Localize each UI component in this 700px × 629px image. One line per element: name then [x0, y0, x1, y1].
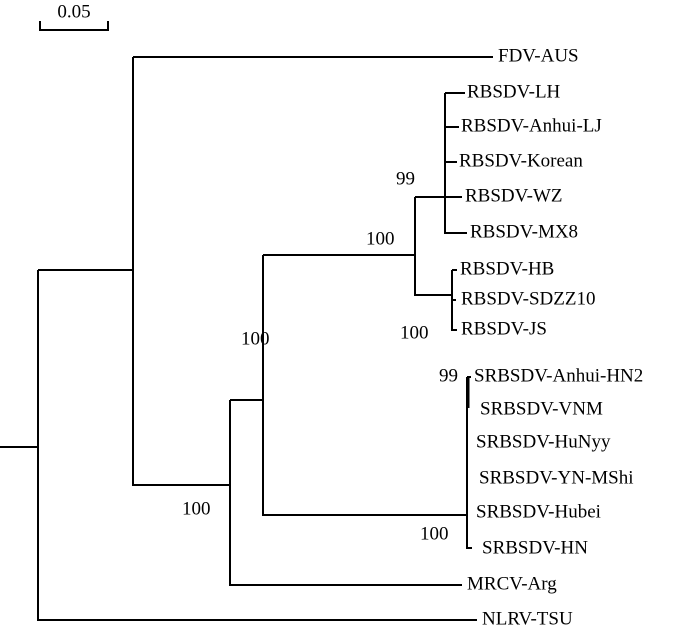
leaf-srbsdv-vnm: SRBSDV-VNM — [480, 398, 603, 419]
leaf-srbsdv-anhui-hn2: SRBSDV-Anhui-HN2 — [474, 365, 643, 386]
leaf-rbsdv-hb: RBSDV-HB — [460, 258, 554, 279]
bootstrap-rbsdv-a: 99 — [396, 168, 415, 189]
leaf-labels: FDV-AUS RBSDV-LH RBSDV-Anhui-LJ RBSDV-Ko… — [459, 45, 643, 629]
leaf-srbsdv-hn: SRBSDV-HN — [482, 537, 588, 558]
scale-bar: 0.05 — [39, 1, 109, 31]
bootstrap-srbsdv-a: 99 — [439, 365, 458, 386]
bootstrap-rbsdv-b: 100 — [400, 322, 429, 343]
bootstrap-srbsdv: 100 — [420, 523, 449, 544]
bootstrap-ingroup: 100 — [182, 498, 211, 519]
leaf-rbsdv-lh: RBSDV-LH — [467, 81, 561, 102]
bootstrap-rbsdv: 100 — [366, 228, 395, 249]
leaf-srbsdv-yn-mshi: SRBSDV-YN-MShi — [479, 467, 634, 488]
leaf-rbsdv-wz: RBSDV-WZ — [465, 185, 562, 206]
bootstrap-rbsdv-srbsdv: 100 — [241, 328, 270, 349]
leaf-fdv-aus: FDV-AUS — [498, 45, 579, 66]
leaf-rbsdv-anhui-lj: RBSDV-Anhui-LJ — [461, 115, 602, 136]
leaf-rbsdv-js: RBSDV-JS — [461, 318, 547, 339]
bootstrap-values: 99 100 100 100 100 99 100 — [182, 168, 458, 544]
leaf-srbsdv-hunyy: SRBSDV-HuNyy — [476, 431, 611, 452]
scale-bar-label: 0.05 — [57, 1, 90, 22]
tree-branches — [0, 56, 493, 621]
leaf-nlrv-tsu: NLRV-TSU — [482, 608, 573, 629]
leaf-mrcv-arg: MRCV-Arg — [467, 573, 557, 594]
leaf-srbsdv-hubei: SRBSDV-Hubei — [476, 501, 601, 522]
leaf-rbsdv-mx8: RBSDV-MX8 — [470, 221, 578, 242]
leaf-rbsdv-sdzz10: RBSDV-SDZZ10 — [461, 288, 595, 309]
leaf-rbsdv-korean: RBSDV-Korean — [459, 150, 583, 171]
